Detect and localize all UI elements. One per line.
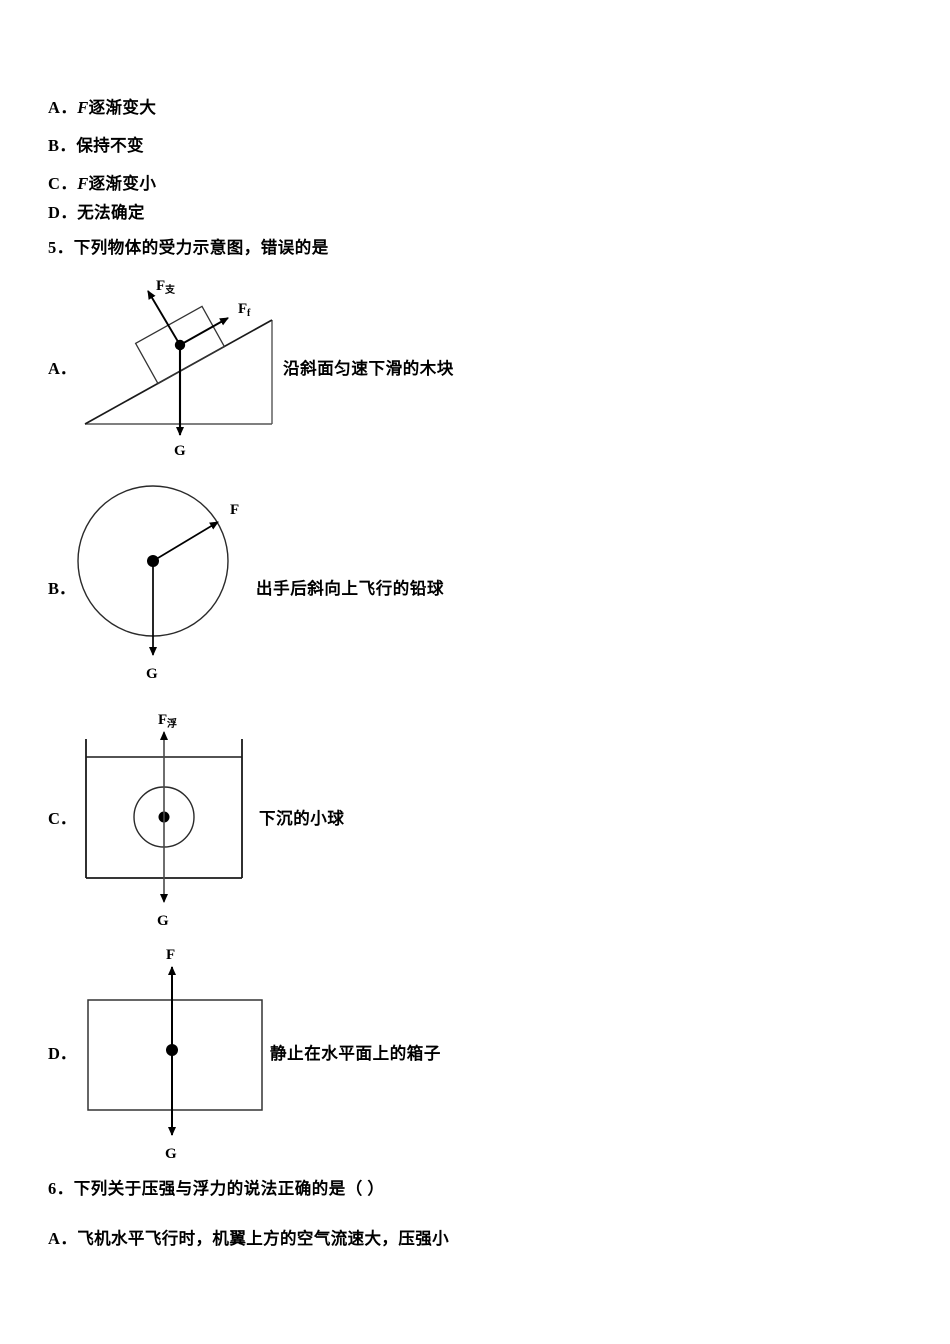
- q4-option-d-letter: D．: [48, 203, 78, 222]
- gravity-force-label: G: [146, 666, 158, 682]
- q4-option-c: C．F逐渐变小: [48, 174, 157, 193]
- box-rectangle: [87, 999, 263, 1111]
- q4-option-a: A．F逐渐变大: [48, 98, 157, 117]
- q6-option-a-text: 飞机水平飞行时，机翼上方的空气流速大，压强小: [77, 1229, 450, 1248]
- q5-option-d-letter: D．: [48, 1044, 77, 1063]
- q4-option-d-text: 无法确定: [77, 203, 145, 222]
- q4-option-d: D．无法确定: [48, 203, 145, 222]
- q5-option-b-caption: 出手后斜向上飞行的铅球: [256, 579, 445, 598]
- friction-force-arrow: [179, 317, 229, 346]
- question-5-stem: 5．下列物体的受力示意图，错误的是: [48, 238, 329, 257]
- question-6-text: 下列关于压强与浮力的说法正确的是（ ）: [73, 1179, 385, 1198]
- support-force-label: F: [166, 947, 175, 963]
- question-5-text: 下列物体的受力示意图，错误的是: [73, 238, 329, 257]
- question-6-stem: 6．下列关于压强与浮力的说法正确的是（ ）: [48, 1179, 385, 1198]
- q5-option-b-letter: B．: [48, 579, 76, 598]
- figure-sinking-ball: F 浮 G: [70, 712, 290, 929]
- question-5-number: 5．: [48, 238, 74, 257]
- normal-force-arrow: [147, 290, 181, 346]
- figure-inclined-plane-block: F 支 F f G: [70, 275, 300, 459]
- q5-option-a-caption: 沿斜面匀速下滑的木块: [283, 359, 454, 378]
- question-6-number: 6．: [48, 1179, 74, 1198]
- normal-force-subscript: 支: [164, 283, 176, 296]
- q4-option-b-text: 保持不变: [76, 136, 144, 155]
- friction-force-label: F: [238, 301, 247, 317]
- q6-option-a: A．飞机水平飞行时，机翼上方的空气流速大，压强小: [48, 1229, 450, 1248]
- gravity-force-label: G: [165, 1146, 177, 1162]
- applied-force-label: F: [230, 502, 239, 518]
- q4-option-c-text: 逐渐变小: [88, 174, 157, 193]
- friction-force-subscript: f: [247, 308, 251, 319]
- figure-shot-put-ball: F G: [70, 480, 290, 682]
- buoyant-force-subscript: 浮: [167, 717, 177, 730]
- q4-option-c-letter: C．: [48, 174, 78, 193]
- q5-option-a-letter: A．: [48, 359, 77, 378]
- q4-option-c-symbol: F: [77, 174, 89, 193]
- gravity-force-label: G: [174, 443, 186, 459]
- q5-option-c-letter: C．: [48, 809, 77, 828]
- q4-option-b: B．保持不变: [48, 136, 144, 155]
- q5-option-d-caption: 静止在水平面上的箱子: [270, 1044, 441, 1063]
- q6-option-a-letter: A．: [48, 1229, 78, 1248]
- q5-option-c-caption: 下沉的小球: [259, 809, 345, 828]
- q4-option-a-text: 逐渐变大: [88, 98, 157, 117]
- q4-option-b-letter: B．: [48, 136, 77, 155]
- applied-force-arrow: [152, 521, 219, 562]
- gravity-force-label: G: [157, 913, 169, 929]
- normal-force-label: F: [156, 278, 165, 294]
- buoyant-force-label: F: [158, 712, 167, 728]
- q4-option-a-symbol: F: [77, 98, 89, 117]
- q4-option-a-letter: A．: [48, 98, 78, 117]
- figure-box-at-rest: F G: [70, 945, 290, 1162]
